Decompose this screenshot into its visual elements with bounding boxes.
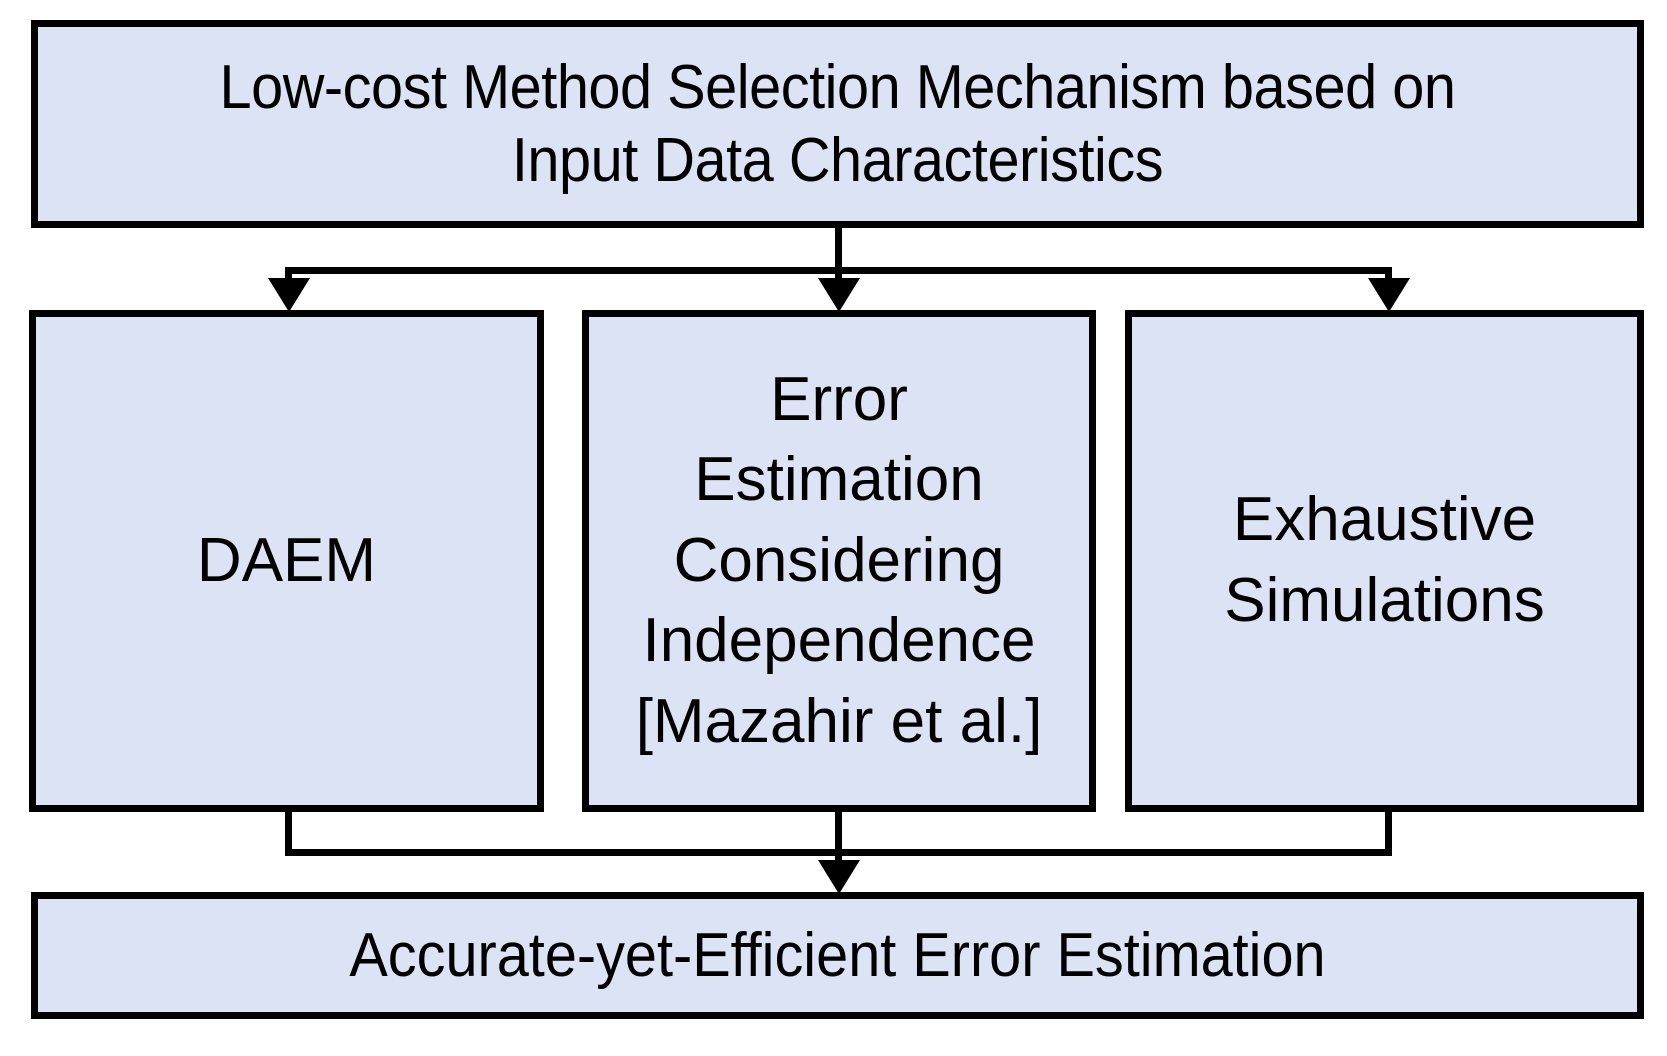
node-error-estimation-line-4: Independence [642, 606, 1036, 676]
arrowhead-down-icon-to-result [818, 860, 860, 894]
connector-fanout-stub-middle [835, 267, 842, 282]
node-error-estimation-line-3: Considering [673, 525, 1005, 595]
node-error-estimation-line-2: Estimation [694, 445, 984, 515]
node-accurate-yet-efficient-error-estimation[interactable]: Accurate-yet-Efficient Error Estimation [31, 892, 1644, 1019]
node-method-selection-mechanism[interactable]: Low-cost Method Selection Mechanism base… [31, 20, 1644, 228]
node-error-estimation-citation: [Mazahir et al.] [635, 686, 1043, 756]
node-exhaustive-line-1: Exhaustive [1232, 485, 1537, 555]
connector-fanout-stub-right [1385, 267, 1392, 282]
connector-fanout-stub-left [285, 267, 292, 282]
connector-merge-stub-right [1385, 810, 1392, 856]
node-daem[interactable]: DAEM [29, 310, 544, 812]
node-daem-text: DAEM [196, 526, 377, 596]
node-exhaustive-line-2: Simulations [1224, 566, 1545, 635]
node-error-estimation-line-1: Error [770, 364, 908, 434]
node-top-line-1: Low-cost Method Selection Mechanism base… [219, 52, 1456, 122]
node-top-line-2: Input Data Characteristics [511, 126, 1164, 195]
connector-merge-stub-middle [835, 810, 842, 856]
node-bottom-text: Accurate-yet-Efficient Error Estimation [349, 920, 1326, 990]
node-top-text: Low-cost Method Selection Mechanism base… [94, 51, 1581, 197]
arrowhead-down-icon-to-error-estimation [818, 278, 860, 312]
connector-spine-top [835, 226, 842, 274]
connector-merge-stub-left [285, 810, 292, 856]
arrowhead-down-icon-to-exhaustive-simulations [1368, 278, 1410, 312]
arrowhead-down-icon-to-daem [268, 278, 310, 312]
